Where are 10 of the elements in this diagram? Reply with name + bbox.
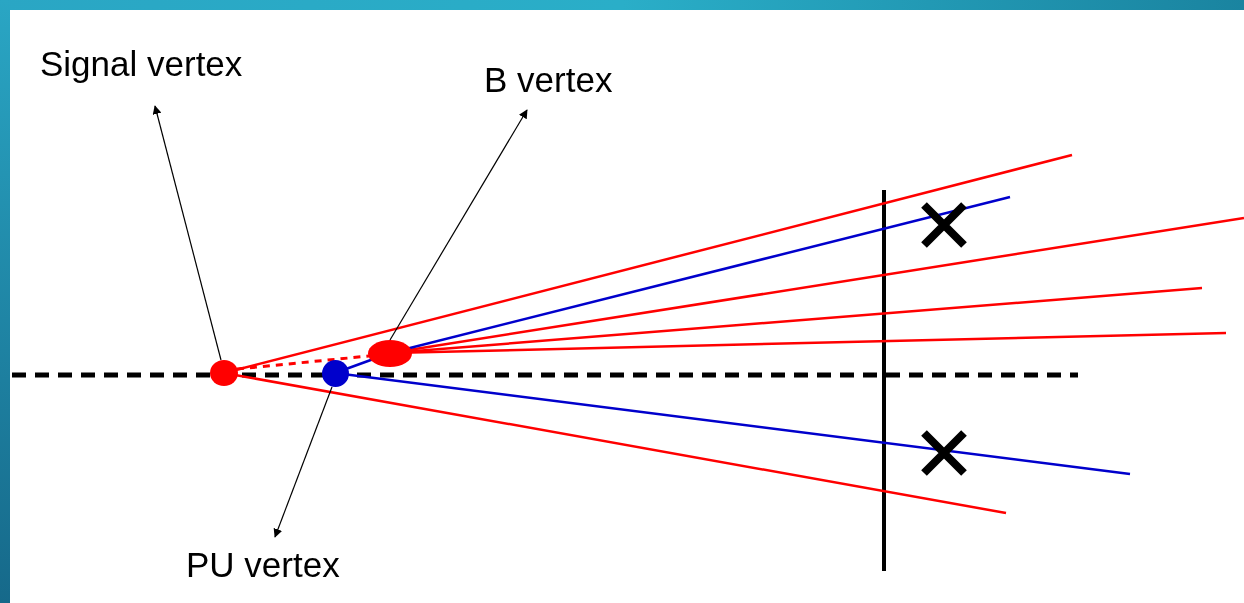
vertex-label: PU vertex [186, 545, 341, 585]
vertex-label: Signal vertex [40, 44, 244, 84]
leader-arrow [152, 105, 222, 361]
dashed-track-line [236, 354, 370, 371]
leader-arrow [273, 386, 333, 538]
vertex-label: B vertex [484, 60, 614, 100]
vertex-dot [210, 360, 238, 386]
leader-arrow [389, 109, 528, 341]
vertex-ellipse [368, 340, 412, 367]
vertex-dot [322, 360, 349, 387]
